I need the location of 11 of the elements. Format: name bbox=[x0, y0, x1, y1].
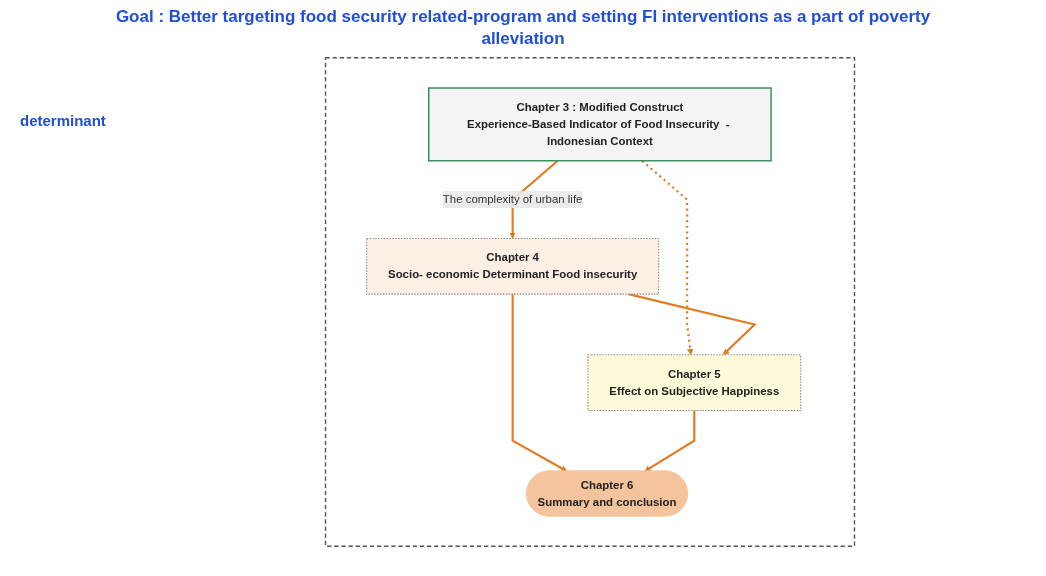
node-box: Chapter 5 Effect on Subjective Happiness bbox=[587, 354, 802, 412]
cluster bbox=[324, 57, 856, 548]
goal-title: Goal : Better targeting food security related-program and setting FI interventions as a part of poverty alleviation bbox=[114, 6, 932, 51]
arrow bbox=[628, 293, 757, 356]
annotation-text: determinant bbox=[20, 112, 107, 130]
arrow bbox=[641, 160, 694, 356]
edge-label: The complexity of urban life bbox=[442, 193, 583, 206]
node-box: Chapter 3 : Modified Construct Experience-Based Indicator of Food Insecurity - Indonesian Context bbox=[428, 87, 772, 162]
node-box: Chapter 4 Socio- economic Determinant Food insecurity bbox=[366, 238, 660, 295]
arrow bbox=[644, 410, 696, 472]
arrow bbox=[511, 294, 568, 472]
